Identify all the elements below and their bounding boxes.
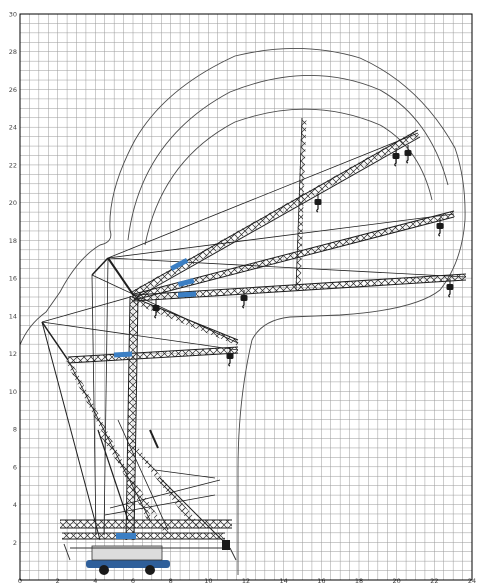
y-tick-label: 2 — [13, 539, 17, 547]
outer-envelope — [19, 48, 466, 575]
y-tick-label: 24 — [9, 124, 17, 132]
y-tick-label: 26 — [9, 86, 17, 94]
tower-mast — [126, 295, 138, 541]
y-tick-label: 30 — [9, 11, 17, 19]
vertical-jib — [295, 117, 307, 291]
crane-hook-icon — [403, 144, 413, 164]
y-tick-label: 10 — [9, 388, 17, 396]
plot-frame — [19, 13, 473, 581]
brand-labels — [113, 258, 197, 539]
working-range-envelope — [19, 48, 466, 575]
y-tick-label: 20 — [9, 199, 17, 207]
y-tick-label: 14 — [9, 312, 17, 320]
y-tick-label: 6 — [13, 463, 17, 471]
y-tick-label: 4 — [13, 501, 17, 509]
y-tick-label: 22 — [9, 161, 17, 169]
y-tick-label: 12 — [9, 350, 17, 358]
y-tick-label: 28 — [9, 48, 17, 56]
chassis — [86, 560, 170, 568]
y-tick-label: 18 — [9, 237, 17, 245]
boom-high — [130, 129, 420, 299]
y-tick-label: 8 — [13, 426, 17, 434]
boom-lower-level — [67, 347, 239, 363]
wheel-icon — [99, 565, 109, 575]
crane-hook-icon — [445, 278, 455, 298]
wheel-icon — [145, 565, 155, 575]
boom-low — [131, 297, 239, 346]
arc-2 — [144, 108, 433, 246]
crane-drawing — [41, 117, 467, 541]
crane-hook-icon — [151, 299, 161, 319]
y-tick-label: 16 — [9, 275, 17, 283]
base-vehicle — [63, 540, 237, 575]
arc-1 — [127, 75, 449, 241]
